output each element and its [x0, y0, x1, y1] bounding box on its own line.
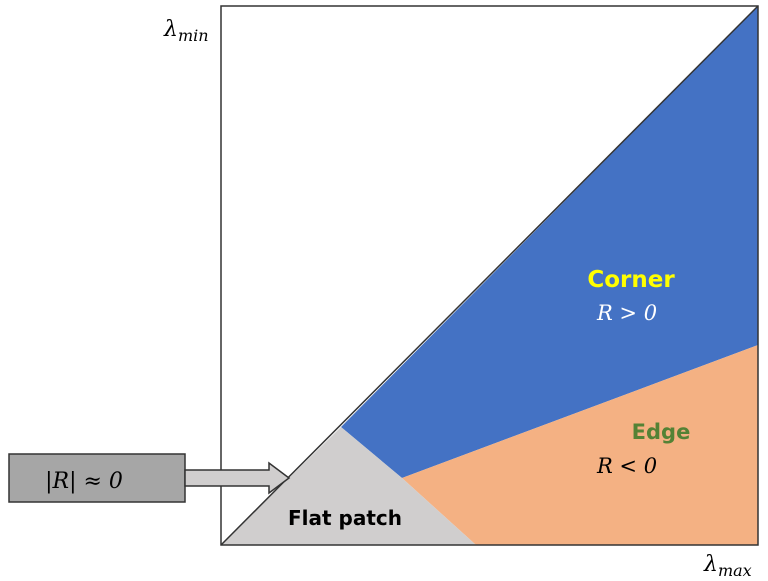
- plot-frame: [220, 5, 759, 546]
- x-axis-label: λmax: [703, 552, 752, 580]
- diagonal-line: [220, 5, 759, 546]
- callout-box: [8, 453, 186, 503]
- corner-region: [341, 6, 758, 478]
- callout-arrow: [184, 461, 291, 495]
- corner-condition: R > 0: [596, 301, 657, 325]
- edge-label: Edge: [632, 420, 691, 444]
- y-axis-label: λmin: [163, 17, 209, 45]
- corner-label: Corner: [587, 267, 675, 293]
- flat-patch-label: Flat patch: [288, 506, 402, 530]
- flat-patch-region: [221, 427, 476, 545]
- edge-region: [402, 345, 758, 545]
- callout-text: |R| ≈ 0: [45, 469, 123, 494]
- edge-condition: R < 0: [596, 454, 657, 478]
